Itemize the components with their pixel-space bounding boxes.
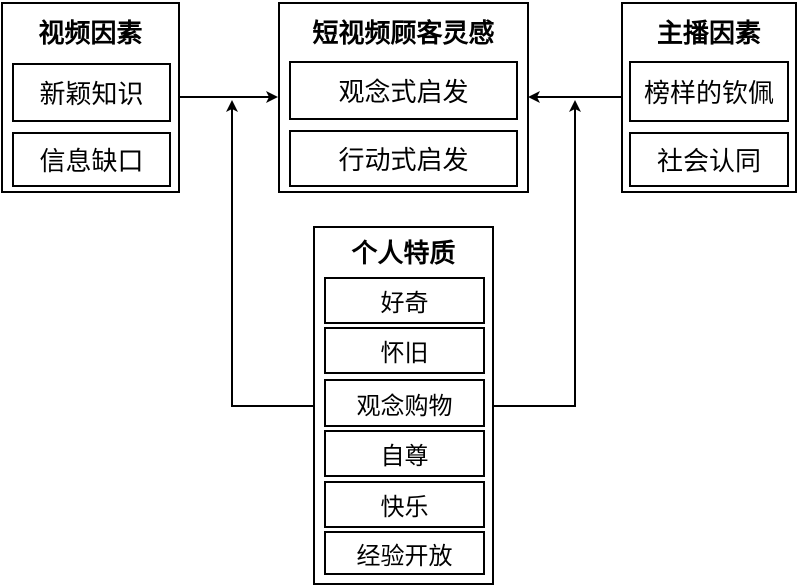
trait-label: 经验开放 xyxy=(356,541,453,570)
personal-traits-group: 个人特质 好奇 怀旧 观念购物 自尊 快乐 经验开放 xyxy=(313,226,494,585)
streamer-factors-group: 主播因素 榜样的钦佩 社会认同 xyxy=(621,2,797,193)
trait-label: 怀旧 xyxy=(380,339,429,367)
trait-curiosity: 好奇 xyxy=(324,277,485,324)
arrow-traits-to-left-connector xyxy=(226,100,313,407)
video-factor-label: 新颖知识 xyxy=(39,80,144,110)
video-factors-title: 视频因素 xyxy=(38,19,143,49)
video-factors-group: 视频因素 新颖知识 信息缺口 xyxy=(1,2,180,193)
streamer-factor-social-identity: 社会认同 xyxy=(629,132,789,187)
streamer-factor-label: 榜样的钦佩 xyxy=(643,79,774,109)
trait-nostalgia: 怀旧 xyxy=(324,327,485,374)
inspiration-label: 行动式启发 xyxy=(338,146,469,176)
inspiration-conceptual: 观念式启发 xyxy=(289,61,518,120)
arrow-traits-to-right-connector xyxy=(494,100,581,407)
inspiration-behavioral: 行动式启发 xyxy=(289,130,518,187)
inspiration-label: 观念式启发 xyxy=(338,78,469,108)
trait-self-esteem: 自尊 xyxy=(324,430,485,477)
trait-happiness: 快乐 xyxy=(324,481,485,528)
trait-conceptual-shopping: 观念购物 xyxy=(324,379,485,427)
streamer-factors-title: 主播因素 xyxy=(656,19,761,49)
trait-label: 快乐 xyxy=(380,493,429,521)
trait-openness-to-experience: 经验开放 xyxy=(324,531,485,575)
streamer-factor-label: 社会认同 xyxy=(656,147,761,177)
trait-label: 好奇 xyxy=(380,289,429,317)
personal-traits-title: 个人特质 xyxy=(351,239,456,269)
trait-label: 自尊 xyxy=(380,442,429,470)
video-factor-label: 信息缺口 xyxy=(39,147,144,177)
trait-label: 观念购物 xyxy=(356,391,453,420)
video-factor-novel-knowledge: 新颖知识 xyxy=(12,63,171,122)
inspiration-title: 短视频顾客灵感 xyxy=(312,19,495,49)
streamer-factor-role-model: 榜样的钦佩 xyxy=(629,61,789,122)
video-factor-information-gap: 信息缺口 xyxy=(12,132,171,187)
inspiration-group: 短视频顾客灵感 观念式启发 行动式启发 xyxy=(278,2,529,193)
